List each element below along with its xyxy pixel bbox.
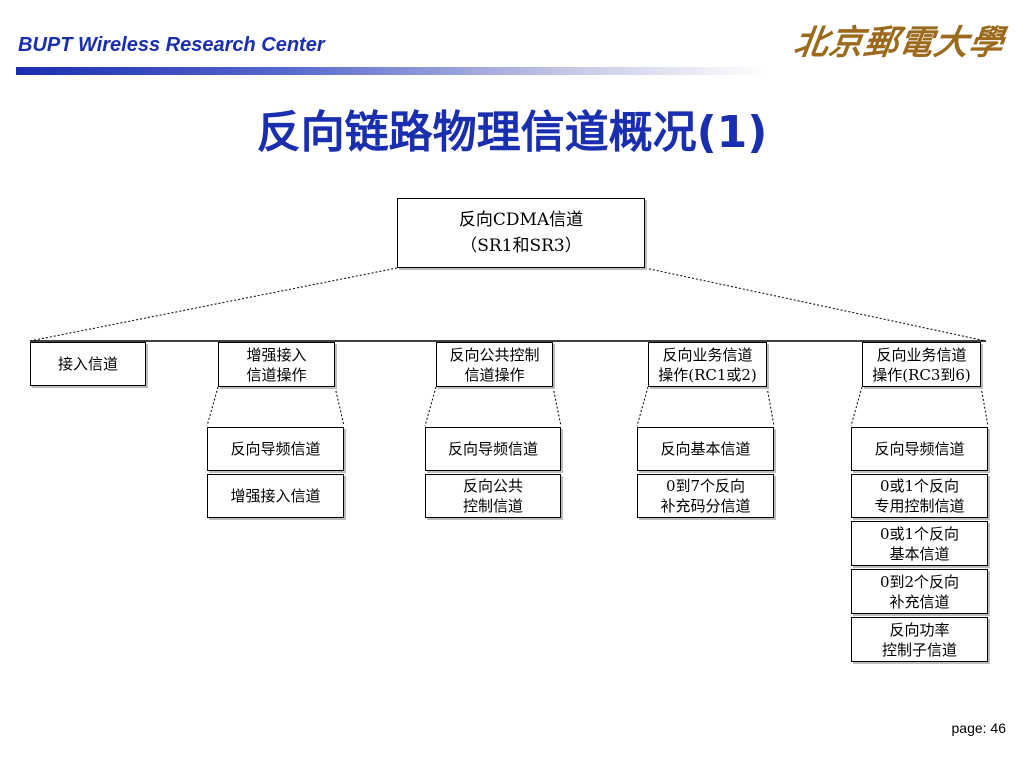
group2-item-common-control: 反向公共 控制信道	[425, 474, 561, 518]
header-title: BUPT Wireless Research Center	[18, 34, 325, 56]
level1-common-control-operation: 反向公共控制 信道操作	[436, 342, 553, 387]
group4-item-fundamental: 0或1个反向 基本信道	[851, 521, 988, 566]
level1-enhanced-access-operation: 增强接入 信道操作	[218, 342, 335, 387]
group2-connectors	[424, 386, 562, 427]
level1-traffic-rc1-2: 反向业务信道 操作(RC1或2)	[648, 342, 767, 387]
group4-item-supplemental: 0到2个反向 补充信道	[851, 569, 988, 614]
level1-traffic-rc3-6: 反向业务信道 操作(RC3到6)	[862, 342, 981, 387]
group4-item-pilot: 反向导频信道	[851, 427, 988, 471]
group3-item-fundamental: 反向基本信道	[637, 427, 774, 471]
group2-item-pilot: 反向导频信道	[425, 427, 561, 471]
root-connector-left	[29, 267, 398, 342]
group1-item-enhanced-access: 增强接入信道	[207, 474, 344, 518]
root-connector-right	[644, 267, 987, 342]
group1-item-pilot: 反向导频信道	[207, 427, 344, 471]
group1-connectors	[206, 386, 345, 427]
level1-access-channel: 接入信道	[30, 342, 146, 386]
group3-connectors	[636, 386, 775, 427]
group4-connectors	[850, 386, 989, 427]
slide-title: 反向链路物理信道概况(1)	[256, 107, 768, 158]
group4-item-power-control: 反向功率 控制子信道	[851, 617, 988, 662]
page-number: page: 46	[951, 720, 1007, 736]
root-channel-box: 反向CDMA信道 （SR1和SR3）	[397, 198, 645, 268]
header-bar	[16, 67, 768, 75]
group4-item-dedicated-control: 0或1个反向 专用控制信道	[851, 474, 988, 518]
group3-item-supplemental-code: 0到7个反向 补充码分信道	[637, 474, 774, 518]
